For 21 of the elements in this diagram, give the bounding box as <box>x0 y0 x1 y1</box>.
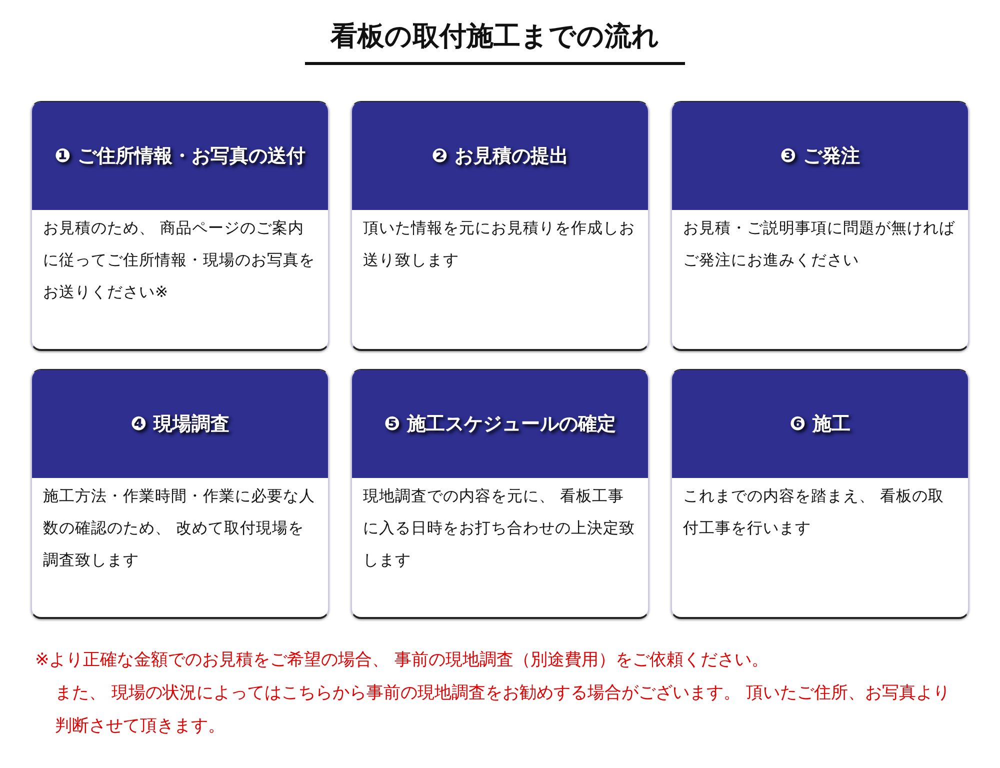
step-heading: ❶ ご住所情報・お写真の送付 <box>32 102 328 210</box>
step-description: 現地調査での内容を元に、 看板工事に入る日時をお打ち合わせの上決定致します <box>363 486 636 571</box>
step-heading: ❸ ご発注 <box>672 102 968 210</box>
step-card <box>671 369 969 619</box>
note-text: また、 現場の状況によってはこちらから事前の現地調査をお勧めする場合がございます。 頂いたご住所、お写真より判断させて頂きます。 <box>55 682 951 738</box>
step-card <box>351 101 649 351</box>
step-description: これまでの内容を踏まえ、 看板の取付工事を行います <box>683 486 945 539</box>
step-heading: ❻ 施工 <box>672 370 968 478</box>
step-heading: ❷ お見積の提出 <box>352 102 648 210</box>
page-title: 看板の取付施工までの流れ <box>305 18 685 65</box>
step-description: お見積のため、 商品ページのご案内に従ってご住所情報・現場のお写真をお送りください※ <box>43 218 316 303</box>
step-card <box>351 369 649 619</box>
step-card <box>671 101 969 351</box>
step-description: 施工方法・作業時間・作業に必要な人数の確認のため、 改めて取付現場を調査致します <box>43 486 316 571</box>
step-description: お見積・ご説明事項に問題が無ければご発注にお進みください <box>683 218 956 271</box>
step-heading: ❺ 施工スケジュールの確定 <box>352 370 648 478</box>
step-description: 頂いた情報を元にお見積りを作成しお送り致します <box>363 218 636 271</box>
step-card <box>31 101 329 351</box>
step-card <box>31 369 329 619</box>
note-text: ※より正確な金額でのお見積をご希望の場合、 事前の現地調査（別途費用）をご依頼ください。 <box>35 649 770 672</box>
step-heading: ❹ 現場調査 <box>32 370 328 478</box>
